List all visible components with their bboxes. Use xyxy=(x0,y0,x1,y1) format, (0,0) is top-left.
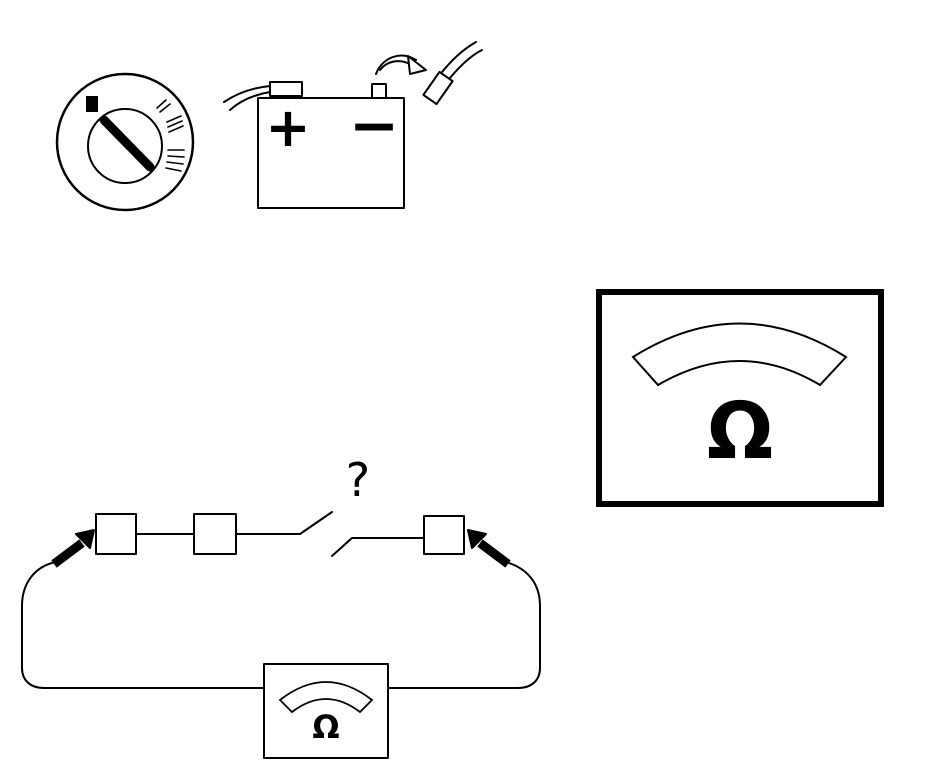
wire-segment-3 xyxy=(331,537,425,557)
ohmmeter-large-scale xyxy=(631,322,848,387)
ohmmeter-small-frame xyxy=(263,663,389,759)
ignition-off-mark xyxy=(86,96,98,112)
ignition-switch-outer-ring xyxy=(55,72,195,212)
ignition-acc-mark xyxy=(156,99,171,113)
positive-symbol: + xyxy=(265,96,310,159)
switch-question-mark: ? xyxy=(346,453,370,507)
battery-case xyxy=(257,97,405,209)
disconnect-arrow-head xyxy=(407,55,427,75)
negative-terminal-post xyxy=(371,83,387,99)
negative-cable xyxy=(441,41,477,73)
test-lead-right xyxy=(387,561,541,689)
ignition-on-mark xyxy=(166,115,184,133)
ohm-symbol-small: Ω xyxy=(312,708,339,746)
ohmmeter-large: Ω xyxy=(596,289,884,507)
continuity-circuit: ? Ω xyxy=(21,453,541,759)
ignition-key-slot xyxy=(99,115,155,172)
positive-cable-edge xyxy=(229,91,271,111)
connector-2 xyxy=(193,513,237,555)
ohmmeter-small: Ω xyxy=(263,663,389,759)
ignition-start-mark xyxy=(165,149,185,172)
ignition-switch xyxy=(55,72,195,212)
negative-symbol: − xyxy=(349,91,399,161)
wire-segment-2 xyxy=(235,511,333,535)
connector-3 xyxy=(423,515,465,555)
battery: + − xyxy=(223,41,483,209)
connector-1 xyxy=(95,513,137,555)
test-lead-left xyxy=(21,561,265,689)
negative-cable-edge xyxy=(449,49,483,79)
disconnect-arrow-shaft-inner xyxy=(379,60,411,71)
probe-left xyxy=(51,529,95,568)
ignition-position-marks xyxy=(86,96,185,172)
positive-terminal-clamp xyxy=(269,81,303,97)
probe-right xyxy=(467,529,511,568)
ignition-switch-cylinder xyxy=(87,108,163,184)
ohm-symbol-large: Ω xyxy=(707,387,773,477)
negative-cable-clamp xyxy=(422,70,454,106)
positive-cable xyxy=(223,85,271,103)
ohmmeter-small-scale xyxy=(278,681,374,714)
